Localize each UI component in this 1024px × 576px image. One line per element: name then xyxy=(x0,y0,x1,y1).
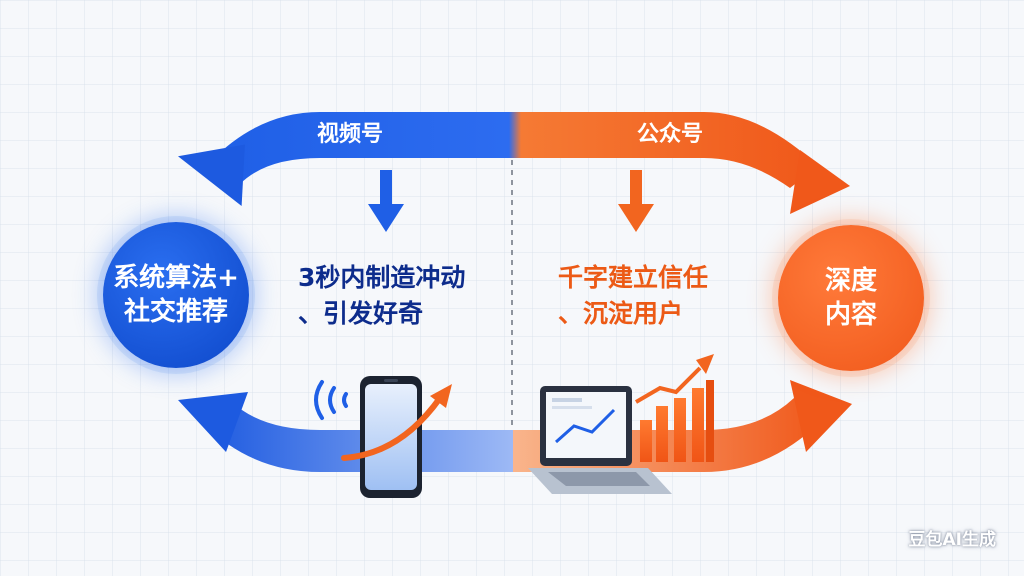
right-node-line1: 深度 xyxy=(824,266,877,296)
right-message: 千字建立信任 、沉淀用户 xyxy=(558,260,758,332)
bottom-left-arrowhead xyxy=(178,392,248,452)
laptop-icon xyxy=(528,386,672,494)
phone-icon xyxy=(314,376,452,498)
down-arrow-blue xyxy=(368,170,404,232)
left-message-line1: 3秒内制造冲动 xyxy=(298,263,466,292)
bottom-right-arrowhead xyxy=(790,380,852,452)
right-node-line2: 内容 xyxy=(824,300,877,330)
growth-chart-icon xyxy=(634,354,714,462)
top-right-arrowhead xyxy=(790,150,850,214)
watermark: 豆包AI生成 xyxy=(908,530,996,550)
left-channel-label: 视频号 xyxy=(316,122,383,147)
left-message: 3秒内制造冲动 、引发好奇 xyxy=(298,260,498,332)
left-node-line1: 系统算法+ xyxy=(113,263,239,293)
top-loop-band xyxy=(212,112,818,188)
left-node-line2: 社交推荐 xyxy=(123,297,228,327)
left-message-line2: 、引发好奇 xyxy=(298,299,424,328)
left-node-circle: 系统算法+ 社交推荐 xyxy=(103,222,249,368)
bottom-loop-band xyxy=(204,398,822,472)
top-left-arrowhead xyxy=(178,144,245,207)
right-message-line2: 、沉淀用户 xyxy=(558,299,684,328)
right-message-line1: 千字建立信任 xyxy=(558,263,709,292)
right-channel-label: 公众号 xyxy=(636,122,703,147)
down-arrow-orange xyxy=(618,170,654,232)
right-node-circle: 深度 内容 xyxy=(778,225,924,371)
